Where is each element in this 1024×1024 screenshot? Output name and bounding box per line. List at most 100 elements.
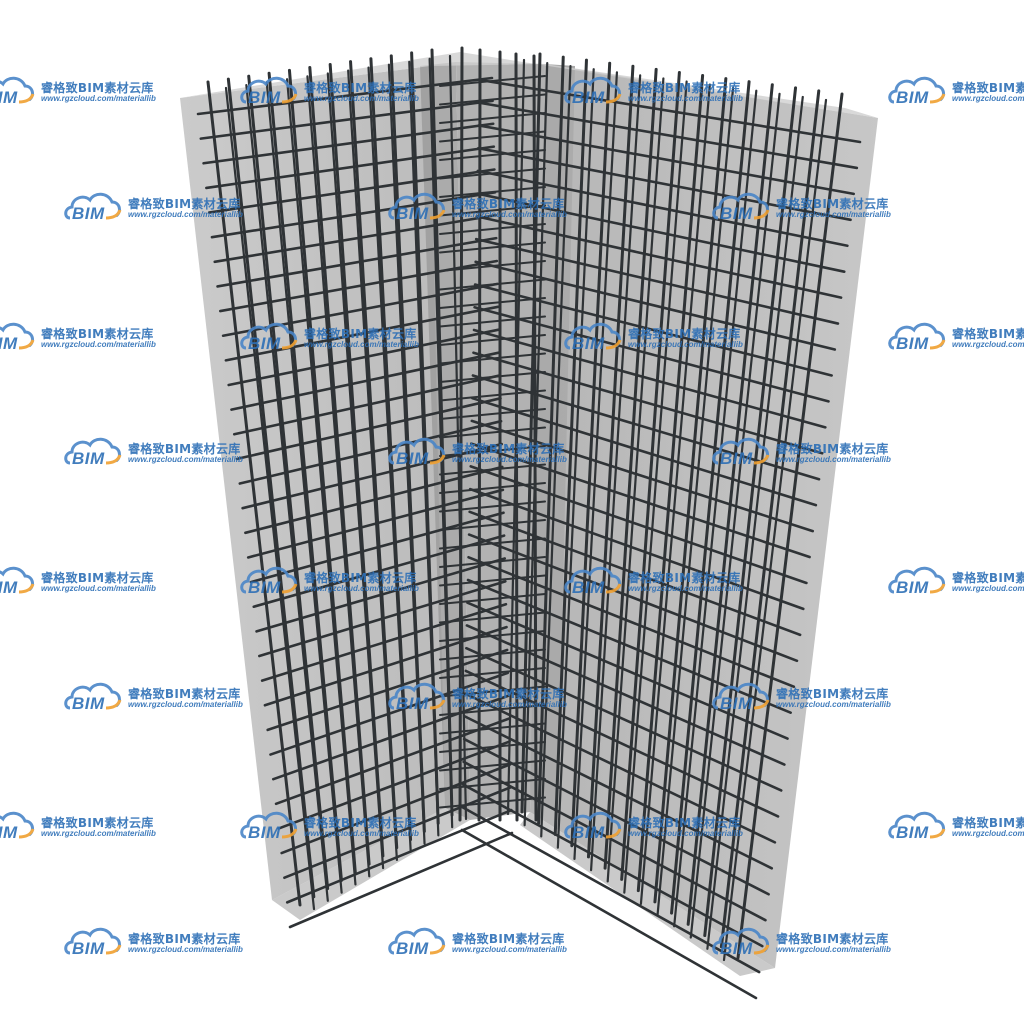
rebar-corner-tie	[439, 593, 546, 605]
rebar-horizontal-right	[465, 646, 783, 792]
watermark: BIM 睿格致BIM素材云库 www.rgzcloud.com/material…	[710, 188, 950, 232]
rebar-horizontal-left	[202, 122, 495, 165]
rebar-corner-tie	[439, 445, 546, 457]
rebar-horizontal-right	[471, 396, 818, 507]
rebar-corner-tie	[439, 315, 546, 328]
watermark-logo-text: BIM	[0, 334, 18, 353]
rebar-horizontal-right	[465, 624, 786, 766]
rebar-horizontal-left	[263, 625, 508, 707]
rebar-horizontal-left	[232, 374, 502, 436]
rebar-horizontal-left	[258, 580, 507, 658]
rebar-horizontal-left	[285, 808, 513, 904]
watermark-title: 睿格致BIM素材云库	[952, 327, 1024, 341]
cloud-logo-icon	[64, 927, 122, 955]
cloud-logo-icon	[64, 437, 122, 465]
rebar-vertical-right-back	[722, 98, 828, 962]
rebar-horizontal-left	[235, 397, 502, 461]
watermark: BIM 睿格致BIM素材云库 www.rgzcloud.com/material…	[238, 562, 478, 606]
watermark-logo-text: BIM	[0, 88, 18, 107]
rebar-corner-tie	[439, 796, 546, 809]
rebar-vertical-right	[736, 92, 844, 960]
watermark-title: 睿格致BIM素材云库	[776, 687, 889, 701]
rebar-vertical-right	[603, 67, 658, 870]
rebar-corner-tie	[439, 389, 546, 402]
rebar-corner-tie	[439, 704, 546, 716]
rebar-horizontal-right	[469, 465, 808, 585]
rebar-vertical-left-back	[448, 54, 468, 821]
rebar-corner-tie	[439, 759, 546, 772]
watermark: BIM 睿格致BIM素材云库 www.rgzcloud.com/material…	[386, 678, 626, 722]
watermark-title: 睿格致BIM素材云库	[628, 571, 741, 585]
watermark-logo-text: BIM	[720, 449, 753, 468]
watermark-title: 睿格致BIM素材云库	[952, 816, 1024, 830]
watermark-logo-text: BIM	[248, 823, 281, 842]
watermark: BIM 睿格致BIM素材云库 www.rgzcloud.com/material…	[0, 72, 215, 116]
watermark-url: www.rgzcloud.com/materiallib	[952, 94, 1024, 103]
watermark: BIM 睿格致BIM素材云库 www.rgzcloud.com/material…	[710, 923, 950, 967]
watermark-logo-text: BIM	[0, 578, 18, 597]
rebar-corner-tie	[439, 408, 546, 420]
cloud-logo-icon	[888, 811, 946, 839]
watermark: BIM 睿格致BIM素材云库 www.rgzcloud.com/material…	[62, 188, 302, 232]
rebar-vertical-right	[620, 70, 681, 881]
cloud-logo-icon	[888, 76, 946, 104]
rebar-corner-tie	[439, 685, 546, 698]
rebar-horizontal-left	[207, 168, 496, 214]
rebar-horizontal-right	[467, 533, 799, 663]
watermark-url: www.rgzcloud.com/materiallib	[128, 945, 243, 954]
cloud-logo-icon	[64, 682, 122, 710]
rebar-corner-tie	[439, 574, 546, 587]
rebar-horizontal-left	[271, 694, 510, 781]
watermark-logo-text: BIM	[896, 334, 929, 353]
rebar-corner-tie	[439, 426, 546, 439]
watermark-url: www.rgzcloud.com/materiallib	[952, 340, 1024, 349]
watermark-logo-text: BIM	[396, 939, 429, 958]
watermark: BIM 睿格致BIM素材云库 www.rgzcloud.com/material…	[238, 318, 478, 362]
watermark-title: 睿格致BIM素材云库	[41, 81, 154, 95]
rebar-vertical-right-back	[656, 86, 735, 917]
watermark: BIM 睿格致BIM素材云库 www.rgzcloud.com/material…	[562, 562, 802, 606]
rebar-horizontal-right	[466, 601, 789, 740]
rebar-corner-tie	[439, 112, 546, 124]
rebar-corner-tie	[439, 537, 546, 550]
rebar-horizontal-right	[468, 510, 802, 637]
rebar-corner-tie	[439, 741, 546, 753]
watermark-url: www.rgzcloud.com/materiallib	[628, 829, 743, 838]
watermark-url: www.rgzcloud.com/materiallib	[776, 455, 891, 464]
rebar-vertical-right-back	[589, 74, 642, 872]
rebar-horizontal-right	[478, 78, 862, 144]
watermark-url: www.rgzcloud.com/materiallib	[952, 584, 1024, 593]
watermark-title: 睿格致BIM素材云库	[776, 932, 889, 946]
rebar-horizontal-right	[477, 124, 855, 196]
watermark-url: www.rgzcloud.com/materiallib	[452, 700, 567, 709]
watermark-url: www.rgzcloud.com/materiallib	[628, 584, 743, 593]
watermark: BIM 睿格致BIM素材云库 www.rgzcloud.com/material…	[562, 807, 802, 851]
rebar-vertical-right	[520, 52, 542, 814]
watermark: BIM 睿格致BIM素材云库 www.rgzcloud.com/material…	[710, 678, 950, 722]
rebar-corner-tie	[439, 500, 546, 513]
watermark-title: 睿格致BIM素材云库	[452, 687, 565, 701]
watermark-url: www.rgzcloud.com/materiallib	[304, 340, 419, 349]
watermark: BIM 睿格致BIM素材云库 www.rgzcloud.com/material…	[386, 433, 626, 477]
watermark-logo-text: BIM	[72, 449, 105, 468]
rebar-horizontal-right	[461, 805, 761, 974]
watermark-title: 睿格致BIM素材云库	[628, 81, 741, 95]
rebar-horizontal-right	[472, 351, 824, 455]
watermark-title: 睿格致BIM素材云库	[128, 197, 241, 211]
watermark: BIM 睿格致BIM素材云库 www.rgzcloud.com/material…	[886, 72, 1024, 116]
rebar-horizontal-left	[210, 191, 497, 239]
rebar-vertical-right	[636, 74, 705, 893]
watermark-title: 睿格致BIM素材云库	[304, 571, 417, 585]
cloud-logo-icon	[240, 322, 298, 350]
watermark: BIM 睿格致BIM素材云库 www.rgzcloud.com/material…	[0, 318, 215, 362]
cloud-logo-icon	[712, 437, 770, 465]
watermark-logo-text: BIM	[248, 578, 281, 597]
rebar-vertical-left	[267, 71, 343, 882]
rebar-corner-tie	[439, 352, 546, 365]
watermark-title: 睿格致BIM素材云库	[952, 81, 1024, 95]
rebar-horizontal-right	[474, 237, 840, 325]
watermark: BIM 睿格致BIM素材云库 www.rgzcloud.com/material…	[0, 562, 215, 606]
rebar-horizontal-right	[475, 215, 843, 299]
rebar-vertical-right	[719, 89, 821, 949]
